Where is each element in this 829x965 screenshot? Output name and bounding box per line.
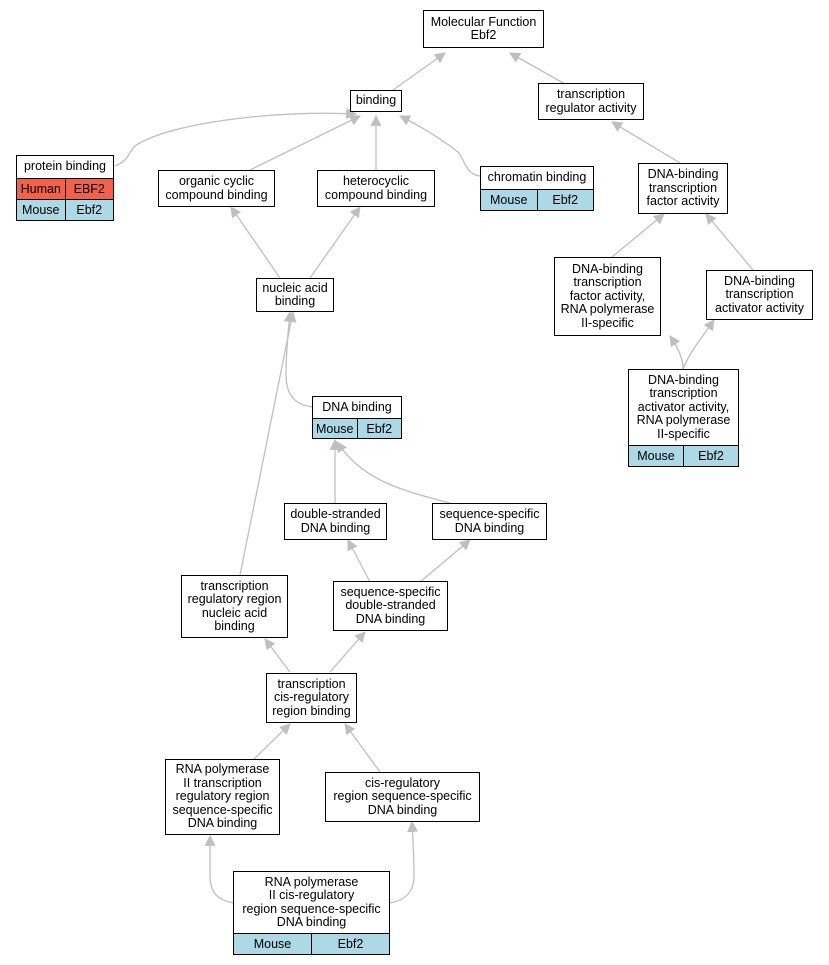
edge-nucleic-to-hetero — [309, 206, 361, 279]
species-cell: Human — [20, 182, 61, 196]
edge-ssds-to-ssdna — [419, 539, 471, 583]
edge-trrnab-to-nucleic — [239, 310, 297, 576]
node-label: Molecular Function Ebf2 — [430, 14, 537, 42]
node-label: protein binding — [23, 159, 106, 174]
node-cis-regulatory-region-sequence-specific-dna-binding[interactable]: cis-regulatory region sequence-specific … — [325, 772, 480, 822]
node-rna-pol-ii-cis-regulatory-region-binding[interactable]: RNA polymerase II cis-regulatory region … — [233, 871, 390, 955]
node-transcription-cis-regulatory-region-binding[interactable]: transcription cis-regulatory region bind… — [266, 673, 357, 723]
gene-cell: Ebf2 — [311, 934, 389, 954]
species-cell: Mouse — [315, 421, 354, 436]
edge-dbtaa2-to-dbtf2 — [669, 335, 684, 370]
edge-chromatin-to-binding — [399, 115, 481, 177]
edge-dbtfa-to-tra — [611, 121, 681, 164]
node-organic-cyclic-compound-binding[interactable]: organic cyclic compound binding — [158, 170, 275, 207]
annotation-row-mouse: Mouse Ebf2 — [234, 933, 389, 954]
node-rna-pol-ii-transcription-regulatory-region-binding[interactable]: RNA polymerase II transcription regulato… — [165, 759, 280, 835]
node-label: transcription regulator activity — [545, 87, 637, 115]
node-label: RNA polymerase II cis-regulatory region … — [242, 874, 381, 929]
node-dna-binding-transcription-factor-activity[interactable]: DNA-binding transcription factor activit… — [638, 163, 728, 214]
edge-binding-to-mf — [392, 52, 446, 91]
node-nucleic-acid-binding[interactable]: nucleic acid binding — [256, 278, 334, 312]
node-dna-binding-tf-activity-rna-pol-ii[interactable]: DNA-binding transcription factor activit… — [554, 257, 661, 336]
node-chromatin-binding[interactable]: chromatin binding Mouse Ebf2 — [480, 166, 594, 211]
edge-dbtaa2-to-dbtaa — [682, 319, 715, 370]
gene-cell: EBF2 — [64, 179, 114, 199]
node-label: transcription cis-regulatory region bind… — [272, 676, 351, 718]
node-transcription-regulatory-region-nucleic-acid-binding[interactable]: transcription regulatory region nucleic … — [181, 575, 288, 638]
annotation-row-human: Human EBF2 — [17, 178, 113, 199]
node-label: DNA-binding transcription factor activit… — [646, 167, 720, 209]
node-label: DNA-binding transcription activator acti… — [636, 372, 731, 441]
edge-ssds-to-dsdna — [347, 539, 371, 583]
node-label: double-stranded DNA binding — [290, 507, 381, 535]
edge-rnapcis-to-cisrss — [388, 820, 419, 904]
edge-organic-to-binding — [249, 115, 361, 171]
annotation-row-mouse: Mouse Ebf2 — [17, 199, 113, 220]
edge-ssdna-to-dna — [336, 441, 451, 504]
node-label: cis-regulatory region sequence-specific … — [333, 775, 472, 817]
node-label: transcription regulatory region nucleic … — [187, 578, 282, 633]
node-label: heterocyclic compound binding — [324, 174, 428, 202]
edge-tcrb-to-ssds — [329, 631, 366, 673]
species-cell: Mouse — [489, 193, 528, 207]
node-sequence-specific-double-stranded-dna-binding[interactable]: sequence-specific double-stranded DNA bi… — [333, 581, 448, 631]
annotation-row-mouse: Mouse Ebf2 — [629, 445, 738, 466]
node-label: DNA binding — [322, 399, 392, 414]
annotation-row-mouse: Mouse Ebf2 — [313, 418, 401, 438]
node-binding[interactable]: binding — [350, 90, 402, 112]
node-sequence-specific-dna-binding[interactable]: sequence-specific DNA binding — [432, 503, 547, 540]
edge-tcrb-to-trrnab — [264, 638, 291, 673]
node-label: nucleic acid binding — [262, 280, 328, 308]
node-double-stranded-dna-binding[interactable]: double-stranded DNA binding — [284, 503, 387, 540]
edge-dna-to-nucleic — [283, 310, 314, 408]
edge-tra-to-mf — [509, 52, 566, 85]
node-label: RNA polymerase II transcription regulato… — [172, 762, 273, 831]
node-label: organic cyclic compound binding — [165, 174, 268, 202]
edge-protein-to-binding — [114, 107, 358, 167]
node-transcription-regulator-activity[interactable]: transcription regulator activity — [538, 83, 644, 120]
edge-dbtf2-to-dbtfa — [611, 213, 665, 258]
node-label: DNA-binding transcription factor activit… — [560, 261, 655, 330]
node-label: chromatin binding — [487, 170, 587, 185]
species-cell: Mouse — [253, 937, 292, 951]
species-cell: Mouse — [637, 449, 675, 463]
node-label: binding — [355, 93, 397, 108]
node-label: sequence-specific DNA binding — [439, 507, 540, 535]
edge-nucleic-to-organic — [230, 206, 281, 279]
gene-cell: Ebf2 — [356, 419, 402, 438]
node-molecular-function-ebf2[interactable]: Molecular Function Ebf2 — [423, 10, 544, 48]
node-dna-binding-transcription-activator-activity[interactable]: DNA-binding transcription activator acti… — [706, 270, 813, 320]
node-heterocyclic-compound-binding[interactable]: heterocyclic compound binding — [317, 170, 435, 207]
node-protein-binding[interactable]: protein binding Human EBF2 Mouse Ebf2 — [16, 155, 114, 221]
gene-cell: Ebf2 — [536, 190, 594, 210]
gene-cell: Ebf2 — [683, 446, 738, 466]
edge-cisrss-to-tcrb — [344, 723, 381, 773]
species-cell: Mouse — [21, 203, 60, 217]
edge-rnap-to-tcrb — [252, 723, 291, 761]
edge-dbtaa-to-dbtfa — [705, 213, 754, 271]
node-dna-binding[interactable]: DNA binding Mouse Ebf2 — [312, 396, 402, 439]
node-label: sequence-specific double-stranded DNA bi… — [340, 584, 441, 626]
annotation-row-mouse: Mouse Ebf2 — [481, 189, 593, 210]
edge-rnapcis-to-rnap — [204, 834, 235, 904]
node-dna-binding-activator-rna-pol-ii[interactable]: DNA-binding transcription activator acti… — [628, 369, 739, 467]
gene-cell: Ebf2 — [64, 200, 114, 220]
node-label: DNA-binding transcription activator acti… — [715, 273, 804, 315]
